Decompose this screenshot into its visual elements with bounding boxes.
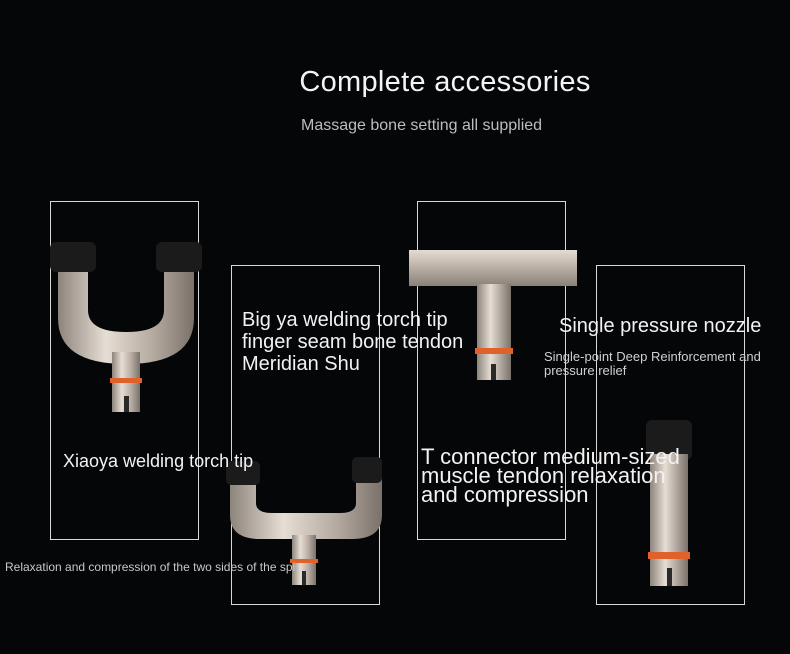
t-connector-label-line: and compression [421, 482, 589, 507]
single-nozzle-description-line: Single-point Deep Reinforcement and [544, 349, 761, 364]
xiaoya-tip-image [50, 242, 202, 412]
bigya-tip-label-line: Meridian Shu [242, 353, 360, 375]
page-title: Complete accessories [299, 66, 591, 98]
t-connector-image [409, 250, 577, 380]
product-frame-xiaoya [50, 201, 199, 540]
single-nozzle-description: Single-point Deep Reinforcement and pres… [544, 350, 761, 378]
bigya-tip-label: Big ya welding torch tip finger seam bon… [242, 309, 463, 375]
bigya-tip-image [226, 457, 382, 585]
xiaoya-tip-label: Xiaoya welding torch tip [63, 451, 254, 471]
single-nozzle-description-line: pressure relief [544, 363, 627, 378]
single-nozzle-label: Single pressure nozzle [559, 315, 762, 337]
product-frame-bigya [231, 265, 380, 605]
product-frame-single-nozzle [596, 265, 745, 605]
page-subtitle: Massage bone setting all supplied [301, 117, 543, 134]
xiaoya-tip-description: Relaxation and compression of the two si… [5, 560, 296, 574]
bigya-tip-label-line: Big ya welding torch tip [242, 309, 448, 331]
t-connector-label-line: T connector medium-sized [421, 444, 680, 469]
t-connector-label: T connector medium-sized muscle tendon r… [421, 444, 680, 507]
t-connector-label-line: muscle tendon relaxation [421, 463, 666, 488]
bigya-tip-label-line: finger seam bone tendon [242, 331, 464, 353]
product-frame-t-connector [417, 201, 566, 540]
single-nozzle-image [646, 420, 692, 586]
